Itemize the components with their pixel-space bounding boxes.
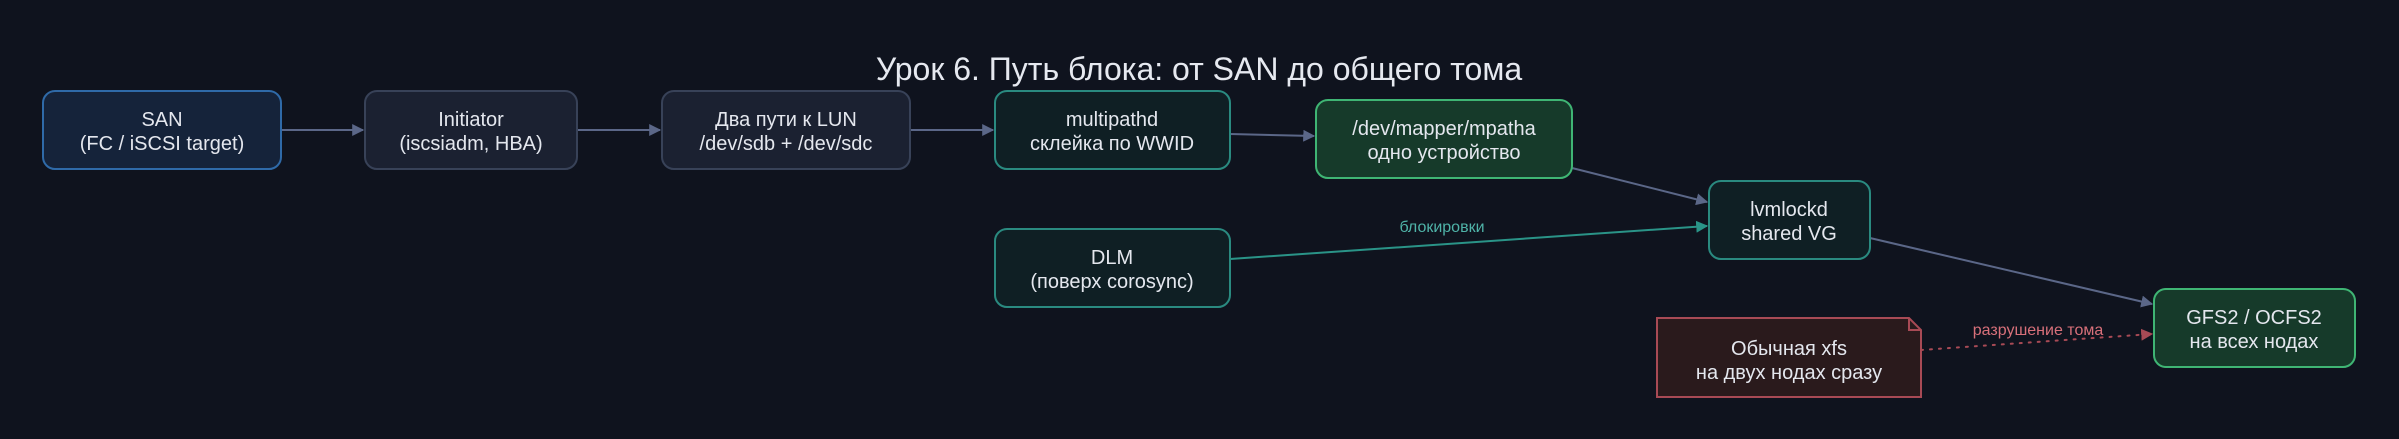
node-multipathd-line1: multipathd bbox=[1066, 109, 1158, 131]
node-gfs2-line2: на всех нодах bbox=[2190, 331, 2319, 353]
edge-mpatha-lvmlockd bbox=[1571, 167, 1709, 206]
node-paths-box bbox=[661, 90, 911, 170]
node-paths-line1: Два пути к LUN bbox=[715, 109, 857, 131]
node-multipathd-line2: склейка по WWID bbox=[1030, 133, 1194, 155]
node-san-line2: (FC / iSCSI target) bbox=[80, 133, 244, 155]
note-xfs-fold bbox=[1908, 318, 1921, 331]
node-multipathd-box bbox=[994, 90, 1231, 170]
node-initiator: Initiator (iscsiadm, HBA) bbox=[364, 90, 578, 170]
node-gfs2-line1: GFS2 / OCFS2 bbox=[2186, 307, 2322, 329]
note-xfs-line2: на двух нодах сразу bbox=[1696, 362, 1882, 384]
node-san: SAN (FC / iSCSI target) bbox=[42, 90, 282, 170]
node-dlm-box bbox=[994, 228, 1231, 308]
edge-multipathd-mpatha bbox=[1229, 129, 1316, 142]
node-gfs2: GFS2 / OCFS2 на всех нодах bbox=[2153, 288, 2356, 368]
node-lvmlockd-box bbox=[1708, 180, 1871, 260]
node-paths: Два пути к LUN /dev/sdb + /dev/sdc bbox=[661, 90, 911, 170]
node-dlm-line2: (поверх corosync) bbox=[1030, 271, 1193, 293]
node-initiator-box bbox=[364, 90, 578, 170]
node-mpatha-line2: одно устройство bbox=[1367, 142, 1520, 164]
node-mpatha: /dev/mapper/mpatha одно устройство bbox=[1315, 99, 1573, 179]
node-initiator-line1: Initiator bbox=[438, 109, 504, 131]
note-xfs: Обычная xfs на двух нодах сразу bbox=[1656, 317, 1922, 398]
node-gfs2-box bbox=[2153, 288, 2356, 368]
note-xfs-line1: Обычная xfs bbox=[1731, 338, 1847, 360]
node-multipathd: multipathd склейка по WWID bbox=[994, 90, 1231, 170]
node-mpatha-line1: /dev/mapper/mpatha bbox=[1352, 118, 1536, 140]
edge-lvmlockd-gfs2 bbox=[1869, 237, 2154, 308]
node-dlm: DLM (поверх corosync) bbox=[994, 228, 1231, 308]
edge-label-destroy: разрушение тома bbox=[1973, 322, 2104, 339]
edges: блокировки разрушение тома bbox=[281, 124, 2154, 351]
node-san-line1: SAN bbox=[141, 109, 182, 131]
note-xfs-box bbox=[1656, 317, 1922, 398]
node-mpatha-box bbox=[1315, 99, 1573, 179]
node-dlm-line1: DLM bbox=[1091, 247, 1133, 269]
edge-label-locks: блокировки bbox=[1399, 219, 1484, 236]
node-lvmlockd-line1: lvmlockd bbox=[1750, 199, 1828, 221]
node-paths-line2: /dev/sdb + /dev/sdc bbox=[700, 133, 873, 155]
node-initiator-line2: (iscsiadm, HBA) bbox=[399, 133, 542, 155]
edge-xfs-gfs2 bbox=[1920, 328, 2154, 351]
diagram-title: Урок 6. Путь блока: от SAN до общего том… bbox=[876, 51, 1523, 87]
node-lvmlockd: lvmlockd shared VG bbox=[1708, 180, 1871, 260]
node-san-box bbox=[42, 90, 282, 170]
edge-dlm-lvmlockd bbox=[1229, 220, 1709, 260]
node-lvmlockd-line2: shared VG bbox=[1741, 223, 1837, 245]
